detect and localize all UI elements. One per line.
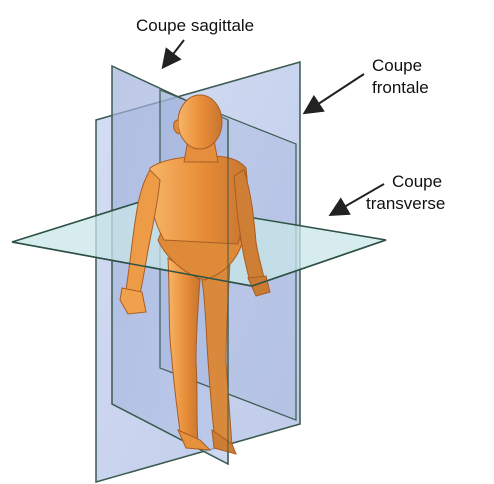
label-frontal-section-line1: Coupe (372, 56, 422, 76)
label-transverse-section-line1: Coupe (392, 172, 442, 192)
label-transverse-section-line2: transverse (366, 194, 445, 214)
sagittal-arrow (164, 40, 184, 66)
frontal-arrow (306, 74, 364, 112)
torso (149, 156, 247, 244)
label-sagittal-section: Coupe sagittale (136, 16, 254, 36)
head (178, 95, 222, 149)
label-frontal-section-line2: frontale (372, 78, 429, 98)
